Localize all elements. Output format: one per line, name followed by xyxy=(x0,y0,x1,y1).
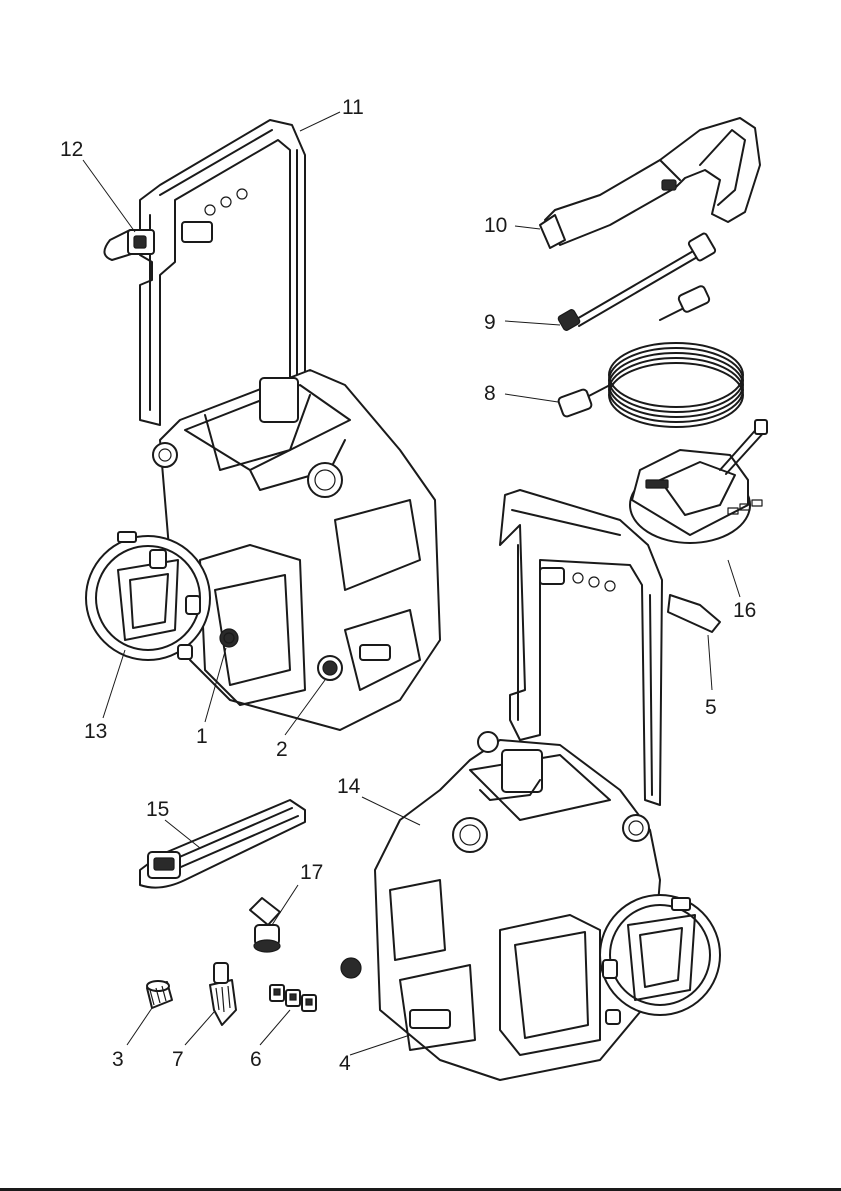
detergent-nozzle xyxy=(250,898,280,952)
callout-16: 16 xyxy=(733,599,756,622)
callout-1: 1 xyxy=(196,725,208,748)
callout-13: 13 xyxy=(84,720,107,743)
callout-10: 10 xyxy=(484,214,507,237)
water-inlet xyxy=(220,629,238,647)
cap xyxy=(147,981,172,1008)
callout-9: 9 xyxy=(484,311,496,334)
callout-8: 8 xyxy=(484,382,496,405)
callout-15: 15 xyxy=(146,798,169,821)
callout-6: 6 xyxy=(250,1048,262,1071)
callout-4: 4 xyxy=(339,1052,351,1075)
nozzle-set xyxy=(270,985,316,1011)
spray-lance xyxy=(557,232,716,331)
pressure-washer-front-view xyxy=(86,120,440,730)
callout-17: 17 xyxy=(300,861,323,884)
callout-14: 14 xyxy=(337,775,361,798)
callout-11: 11 xyxy=(342,96,364,119)
callout-5: 5 xyxy=(705,696,717,719)
high-pressure-hose xyxy=(557,285,743,427)
surface-cleaner xyxy=(630,420,767,543)
callout-2: 2 xyxy=(276,738,288,761)
callout-7: 7 xyxy=(172,1048,184,1071)
callout-3: 3 xyxy=(112,1048,124,1071)
turbo-nozzle xyxy=(210,963,236,1025)
inlet-rear xyxy=(341,958,361,978)
high-pressure-outlet xyxy=(318,656,342,680)
trigger-gun xyxy=(540,118,760,248)
machine-body xyxy=(153,370,440,730)
machine-body-rear xyxy=(375,732,660,1080)
callout-12: 12 xyxy=(60,138,83,161)
